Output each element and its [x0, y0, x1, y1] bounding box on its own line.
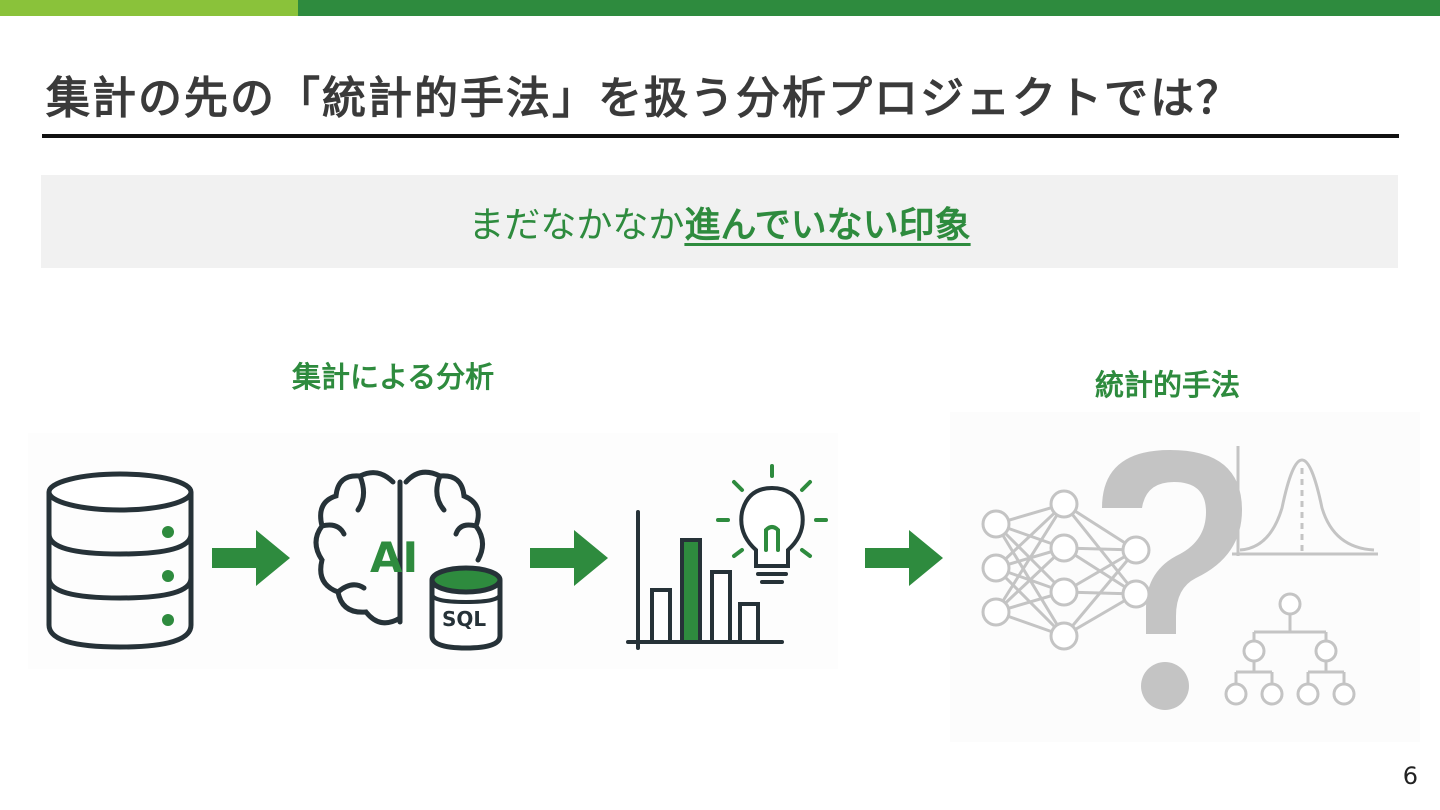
arrow-right-icon [530, 530, 608, 586]
page-number: 6 [1403, 762, 1418, 790]
aggregate-analysis-heading: 集計による分析 [292, 354, 494, 396]
statistics-illustration [970, 438, 1390, 728]
sql-label: SQL [442, 607, 486, 631]
summary-banner: まだなかなか進んでいない印象 [41, 175, 1398, 268]
normal-distribution-icon [1232, 446, 1378, 556]
banner-text: まだなかなか [468, 196, 684, 248]
lightbulb-icon [718, 466, 826, 582]
ai-label: AI [370, 533, 418, 582]
statistical-methods-heading: 統計的手法 [1095, 362, 1240, 404]
top-accent-left [0, 0, 298, 16]
arrow-right-icon [212, 530, 290, 586]
sql-database-icon: SQL [432, 568, 500, 648]
brain-ai-icon: AI SQL [308, 462, 508, 652]
neural-network-icon [983, 491, 1149, 649]
arrow-right-icon [865, 530, 943, 586]
decision-tree-icon [1226, 594, 1354, 704]
top-accent-bar [0, 0, 1440, 16]
bar-chart-icon [626, 460, 836, 660]
slide-title: 集計の先の「統計的手法」を扱う分析プロジェクトでは？ [46, 62, 1242, 126]
database-icon [40, 470, 200, 655]
banner-emphasis: 進んでいない印象 [684, 196, 970, 248]
title-underline [42, 134, 1399, 138]
